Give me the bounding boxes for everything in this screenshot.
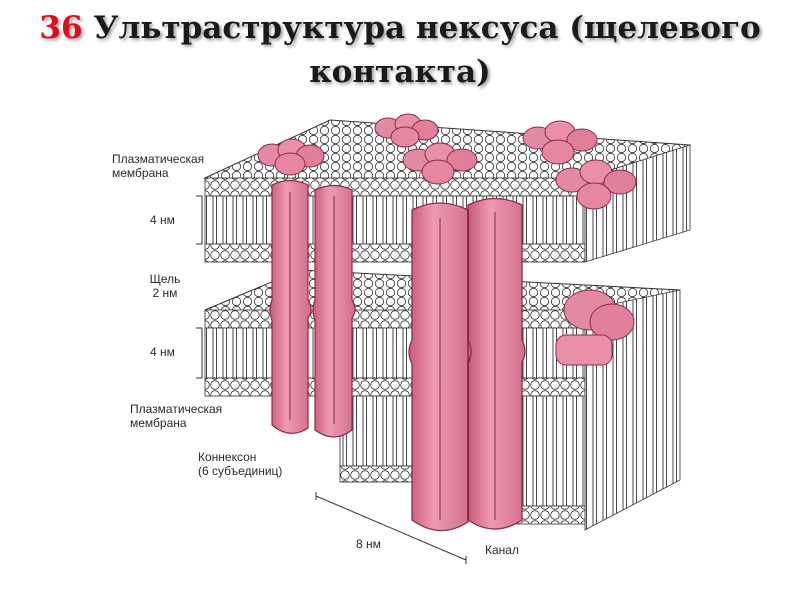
thickness-bottom-label: 4 нм bbox=[150, 345, 175, 359]
width-label: 8 нм bbox=[356, 537, 381, 551]
thickness-bottom-bracket bbox=[196, 328, 202, 378]
lower-membrane-front-heads-bottom bbox=[205, 378, 585, 396]
gap-label: Щель 2 нм bbox=[140, 272, 190, 300]
connexon-label: Коннексон (6 субъединиц) bbox=[198, 450, 282, 478]
upper-membrane-front-heads-top bbox=[205, 178, 585, 196]
plasma-membrane-bottom-label: Плазматическая мембрана bbox=[130, 402, 222, 430]
lower-membrane-front-heads-top bbox=[205, 310, 585, 328]
channel-label: Канал bbox=[485, 543, 519, 557]
lower-membrane-front-tails bbox=[205, 328, 585, 378]
upper-membrane-front-tails bbox=[205, 196, 585, 244]
thickness-top-label: 4 нм bbox=[150, 213, 175, 227]
upper-membrane-front-heads-bottom bbox=[205, 244, 585, 262]
plasma-membrane-top-label: Плазматическая мембрана bbox=[112, 152, 252, 180]
thickness-top-bracket bbox=[196, 196, 202, 244]
connexon-column-right bbox=[409, 199, 525, 531]
